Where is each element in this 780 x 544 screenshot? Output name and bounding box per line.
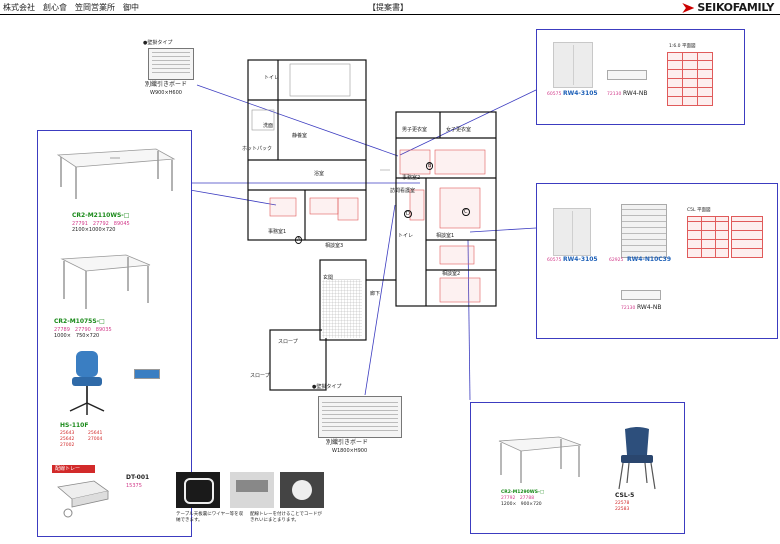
room-toilet-1: トイレ	[264, 75, 280, 81]
table2-colors: 27789 27790 89035	[54, 327, 112, 333]
plan2-label: C5L 平面図	[687, 208, 711, 213]
chair-options-left: 25643 25642 27002	[60, 431, 75, 448]
cab2-sub: 60575	[547, 258, 562, 263]
table3-code: CR2-M1290WS-□	[501, 490, 545, 495]
board-large-size: W1800×H900	[332, 448, 368, 454]
board-small-name: 別織引きボード	[145, 81, 188, 88]
table1-colors: 27791 27792 89045	[72, 221, 130, 227]
room-hallway: 廊下	[370, 291, 381, 297]
filer-cabinet-image	[621, 204, 667, 258]
company-name: 株式会社 創心會 笠岡営業所 御中	[3, 3, 139, 12]
table1-code: CR2-M2110WS-□	[72, 212, 130, 219]
room-rest: 静養室	[292, 133, 308, 139]
base-code: RW4-NB	[623, 90, 648, 97]
storage-cabinet-image	[553, 42, 593, 88]
top-right-storage-panel: 60575 RW4-3105 72130 RW4-NB 1:6.0 平面図	[536, 29, 745, 125]
floor-plan: トイレ 洗面 静養室 ホットパック 浴室 男子更衣室 女子更衣室 事務室2 事務…	[230, 50, 508, 440]
board-large-name: 別織引きボード	[326, 439, 369, 446]
base-sub: 72130	[607, 92, 622, 97]
room-visit-nursing: 訪問看護室	[390, 188, 416, 194]
room-hotpack: ホットパック	[242, 146, 273, 152]
room-women-changing: 女子更衣室	[446, 127, 472, 133]
tray-sub: 15375	[126, 483, 142, 489]
tray-photo-1	[176, 472, 220, 508]
whiteboard-small-image	[148, 48, 194, 80]
marker-a: A	[295, 236, 303, 244]
chair-color-swatch	[134, 369, 160, 379]
board-large-type: ●壁掛タイプ	[312, 384, 342, 390]
tray-code: DT-001	[126, 474, 150, 481]
document-title: 【提案書】	[368, 3, 408, 12]
table1-size: 2100×1000×720	[72, 227, 116, 233]
chair-code: HS-110F	[60, 422, 89, 429]
base2-sub: 72130	[621, 306, 636, 311]
room-washroom: 洗面	[263, 123, 274, 129]
marker-b: B	[426, 162, 434, 170]
plan-elevation-image	[667, 52, 713, 106]
room-men-changing: 男子更衣室	[402, 127, 428, 133]
bottom-right-furniture-panel: CR2-M1290WS-□ 27792 27788 1200× 900×720 …	[470, 402, 685, 534]
room-office-2: 事務室2	[402, 175, 421, 181]
slope-2: スロープ	[250, 373, 270, 379]
office-chair-image	[69, 351, 105, 415]
wire-tray-image	[57, 480, 109, 518]
meeting-table-small-image	[60, 254, 151, 309]
table3-colors: 27792 27788	[501, 496, 535, 501]
filer-code: RW4-N10C39	[627, 256, 672, 263]
storage-cabinet-2-image	[553, 208, 591, 256]
side-chair-image	[618, 427, 656, 490]
base2-code: RW4-NB	[637, 304, 662, 311]
base-image	[607, 70, 647, 80]
meeting-table-large-image	[56, 148, 176, 199]
table3-size: 1200× 900×720	[501, 502, 542, 507]
tray-photo-2	[230, 472, 274, 508]
marker-d: D	[404, 210, 412, 218]
brand-logo: SEIKOFAMILY	[682, 1, 774, 14]
room-bath: 浴室	[314, 171, 325, 177]
slope-1: スロープ	[278, 339, 298, 345]
plan2-elevation-a	[687, 216, 729, 258]
plan2-elevation-b	[731, 216, 763, 258]
floor-plan-walls	[247, 59, 497, 391]
room-consult-3: 相談室3	[325, 243, 344, 249]
tray-photo-3	[280, 472, 324, 508]
header: 株式会社 創心會 笠岡営業所 御中 【提案書】 SEIKOFAMILY	[0, 0, 780, 16]
tray-photo-strip: テーブル天板裏にワイヤー等を収納できます。 配線トレーを付けることでコードがきれ…	[176, 472, 324, 532]
room-toilet-2: トイレ	[398, 233, 414, 239]
marker-c: C	[462, 208, 470, 216]
mid-right-storage-panel: 60575 RW4-3105 62925 RW4-N10C39 72130 RW…	[536, 183, 778, 339]
chair-options-right: 25641 27004	[88, 431, 103, 442]
left-product-panel: CR2-M2110WS-□ 27791 27792 89045 2100×100…	[37, 130, 192, 537]
filer-sub: 62925	[609, 258, 624, 263]
chair2-colors: 22578 22583	[615, 501, 630, 512]
cab-code: RW4-3105	[563, 90, 598, 97]
whiteboard-large-image	[318, 396, 402, 438]
board-small-type: ●壁掛タイプ	[143, 40, 173, 46]
room-consult-1: 相談室1	[436, 233, 455, 239]
chair2-code: CSL-5	[615, 492, 635, 499]
table2-code: CR2-M1075S-□	[54, 318, 105, 325]
room-office-1: 事務室1	[268, 229, 287, 235]
board-small-size: W900×H600	[150, 90, 182, 96]
brand-mark-icon	[682, 3, 695, 13]
tray-caption-2: 配線トレーを付けることでコードがきれいにまとまります。	[250, 512, 322, 523]
room-entrance: 玄関	[323, 275, 334, 281]
room-consult-2: 相談室2	[442, 271, 461, 277]
tray-title-badge: 配線トレー	[52, 465, 95, 473]
table2-size: 1000× 750×720	[54, 333, 100, 339]
board-large-group: ●壁掛タイプ 別織引きボード W1800×H900	[312, 384, 402, 454]
tray-caption-1: テーブル天板裏にワイヤー等を収納できます。	[176, 512, 244, 523]
meeting-table-3-image	[498, 436, 582, 483]
cab-sub: 60575	[547, 92, 562, 97]
cab2-code: RW4-3105	[563, 256, 598, 263]
board-small-group: ●壁掛タイプ 別織引きボード W900×H600	[143, 40, 206, 100]
base-2-image	[621, 290, 661, 300]
plan-label: 1:6.0 平面図	[669, 44, 696, 49]
header-divider	[0, 14, 780, 15]
